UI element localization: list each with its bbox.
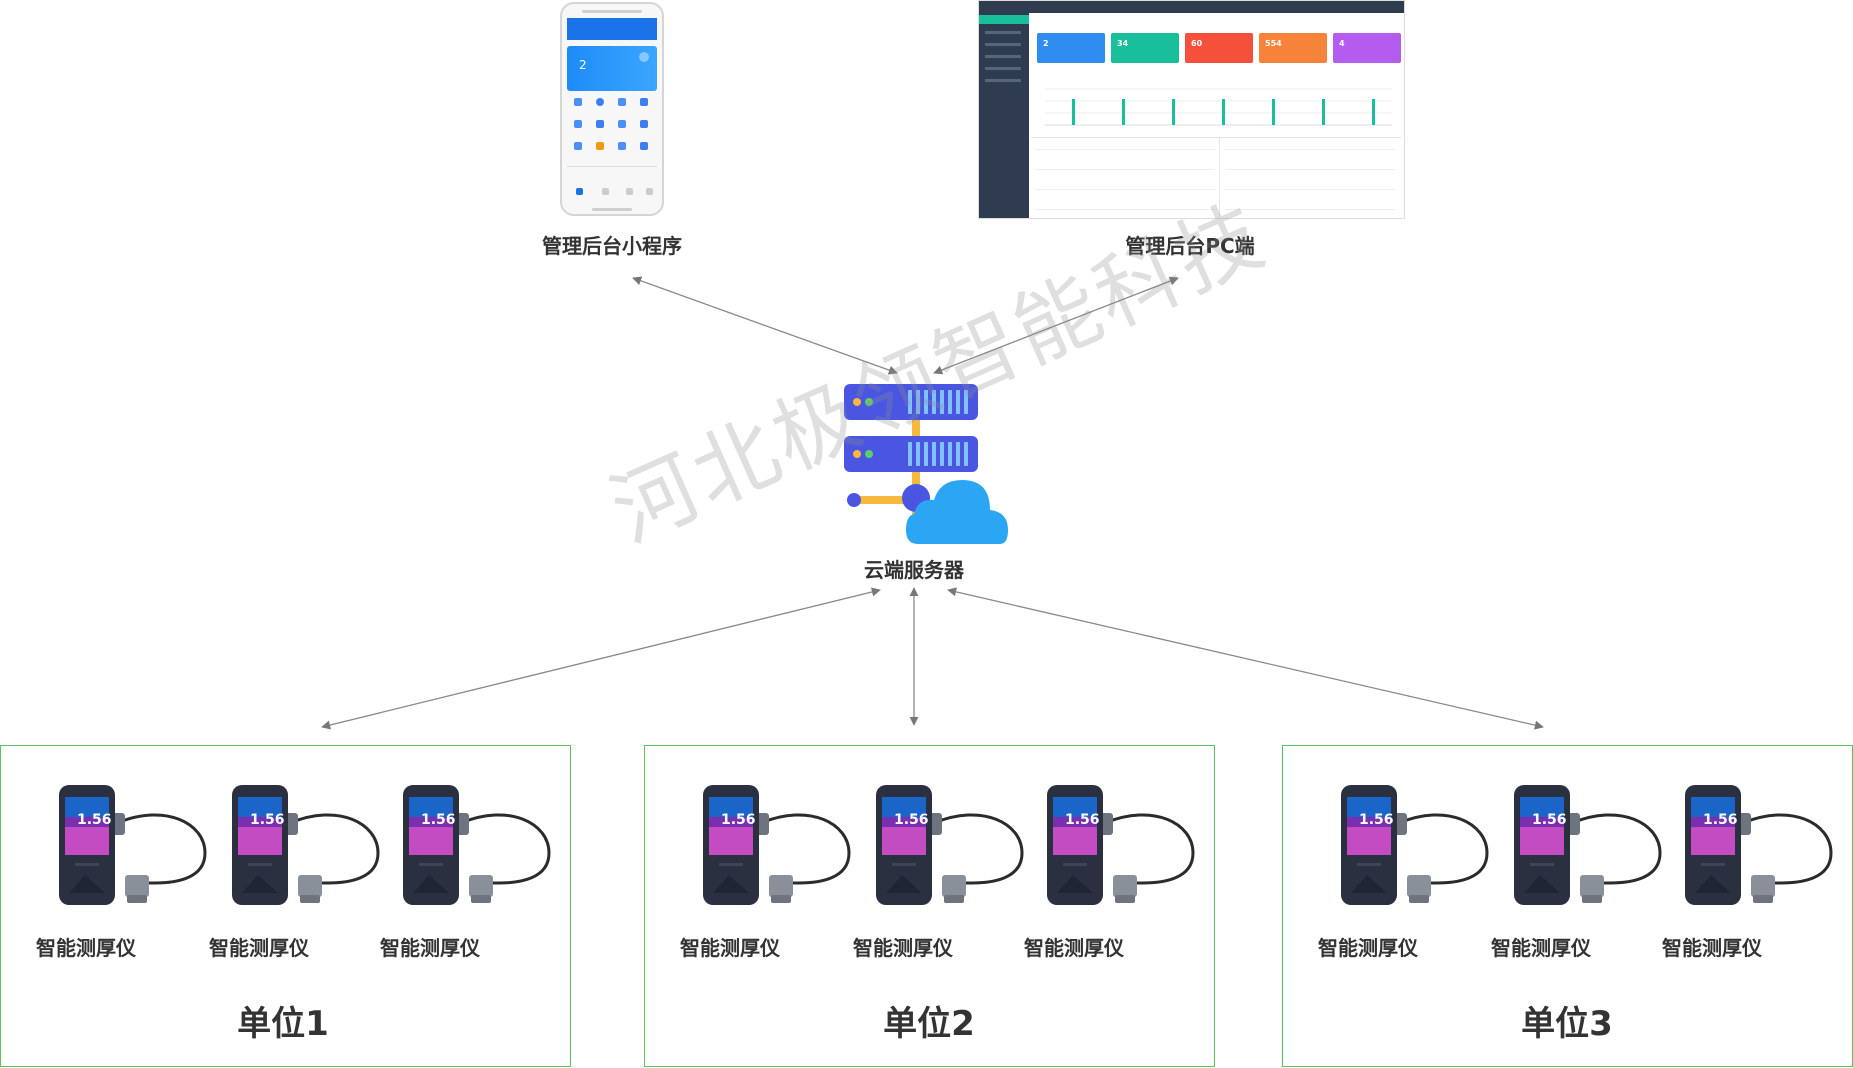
gauge-screen-reading: 1.56 [77, 812, 112, 828]
pc-bar-chart [1045, 88, 1392, 126]
arrow-server-unit1 [321, 587, 881, 730]
pc-stat-card: 2 [1037, 33, 1105, 63]
pc-stat-card-value: 554 [1265, 39, 1282, 48]
mini-program-screenshot: 2 [560, 2, 664, 216]
pc-stat-card: 554 [1259, 33, 1327, 63]
phone-card-value: 2 [579, 58, 587, 72]
gauge-screen-reading: 1.56 [1532, 812, 1567, 828]
device-label: 智能测厚仪 [380, 936, 480, 960]
unit-box-2 [644, 745, 1215, 1067]
pc-admin-screenshot: 2 34 60 554 4 [978, 0, 1405, 219]
unit-box-1 [0, 745, 571, 1067]
thickness-gauge-icon [59, 785, 207, 905]
thickness-gauge-icon [703, 785, 851, 905]
thickness-gauge-icon [232, 785, 380, 905]
arrow-miniprogram-server [632, 276, 898, 375]
unit-title-2: 单位2 [883, 1004, 975, 1044]
thickness-gauge-icon [1341, 785, 1489, 905]
gauge-screen-reading: 1.56 [250, 812, 285, 828]
device-label: 智能测厚仪 [853, 936, 953, 960]
thickness-gauge-icon [1685, 785, 1833, 905]
device-label: 智能测厚仪 [1318, 936, 1418, 960]
thickness-gauge-icon [876, 785, 1024, 905]
pc-stat-card-value: 2 [1043, 39, 1049, 48]
cloud-server-label: 云端服务器 [864, 558, 964, 582]
thickness-gauge-icon [1514, 785, 1662, 905]
gauge-screen-reading: 1.56 [721, 812, 756, 828]
gauge-screen-reading: 1.56 [1065, 812, 1100, 828]
gauge-screen-reading: 1.56 [1359, 812, 1394, 828]
device-label: 智能测厚仪 [209, 936, 309, 960]
gauge-screen-reading: 1.56 [894, 812, 929, 828]
thickness-gauge-icon [403, 785, 551, 905]
unit-title-1: 单位1 [237, 1004, 329, 1044]
device-label: 智能测厚仪 [1662, 936, 1762, 960]
pc-admin-label: 管理后台PC端 [1125, 234, 1255, 258]
cloud-server-icon [844, 384, 1008, 544]
pc-stat-card: 60 [1185, 33, 1253, 63]
mini-program-label: 管理后台小程序 [542, 234, 682, 258]
device-label: 智能测厚仪 [1491, 936, 1591, 960]
pc-stat-card: 4 [1333, 33, 1401, 63]
pc-stat-card-value: 34 [1117, 39, 1129, 48]
device-label: 智能测厚仪 [680, 936, 780, 960]
gauge-screen-reading: 1.56 [1703, 812, 1738, 828]
pc-stat-card-value: 4 [1339, 39, 1345, 48]
unit-title-3: 单位3 [1521, 1004, 1613, 1044]
gauge-screen-reading: 1.56 [421, 812, 456, 828]
arrow-server-unit3 [947, 587, 1544, 730]
thickness-gauge-icon [1047, 785, 1195, 905]
device-label: 智能测厚仪 [1024, 936, 1124, 960]
device-label: 智能测厚仪 [36, 936, 136, 960]
pc-stat-card-value: 60 [1191, 39, 1203, 48]
arrow-pc-server [933, 276, 1179, 375]
pc-stat-card: 34 [1111, 33, 1179, 63]
